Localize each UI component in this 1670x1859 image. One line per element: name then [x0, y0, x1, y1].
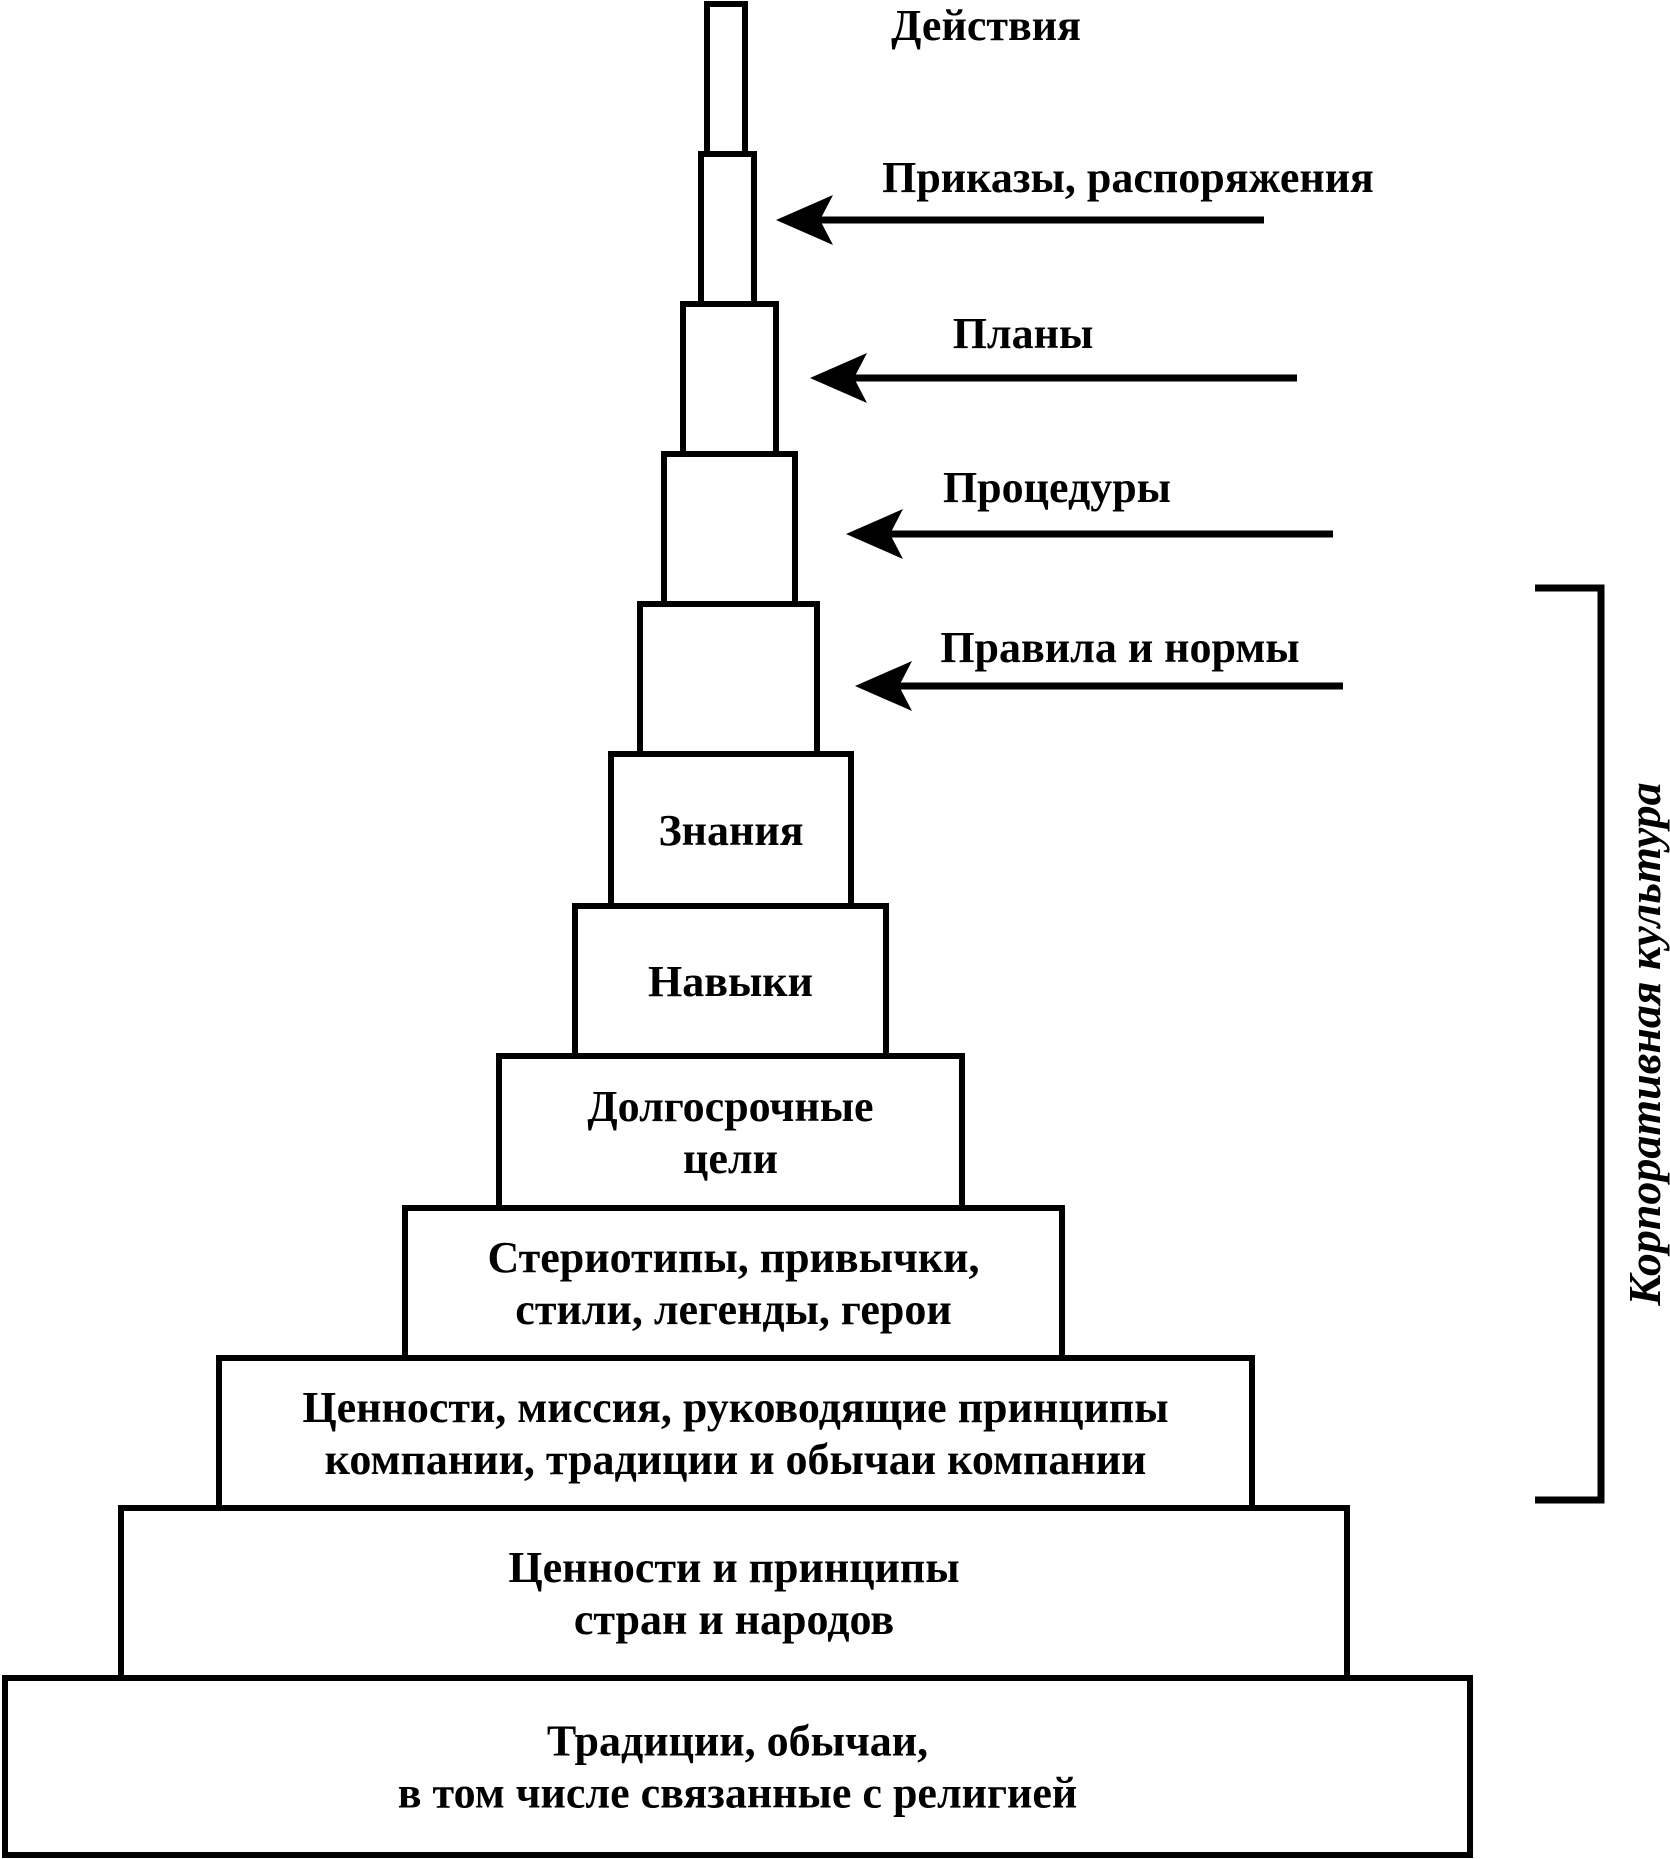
layer-label-line: Знания	[658, 806, 803, 855]
pyramid-block-pravila	[637, 601, 820, 757]
layer-label-line: Традиции, обычаи,	[547, 1717, 928, 1766]
layer-label-line: Планы	[953, 309, 1094, 358]
input-arrows	[776, 195, 1343, 711]
pyramid-block-deystviya	[704, 1, 748, 157]
layer-label-prikazy: Приказы, распоряжения	[882, 153, 1374, 202]
pyramid-block-plany	[680, 301, 779, 457]
corporate-culture-bracket: Корпоративная культура	[1535, 584, 1670, 1504]
layer-label-line: Долгосрочные	[587, 1082, 873, 1131]
layer-label-protsedury: Процедуры	[943, 463, 1171, 512]
layer-label-navyki: Навыки	[648, 957, 813, 1006]
layer-label-pravila: Правила и нормы	[940, 623, 1299, 672]
layer-label-line: Навыки	[648, 957, 813, 1006]
layer-label-line: Ценности, миссия, руководящие принципы	[302, 1383, 1168, 1432]
pyramid-block-tsennosti-komp	[216, 1355, 1255, 1511]
pyramid-block-prikazy	[698, 151, 757, 307]
pyramid-block-protsedury	[661, 451, 798, 607]
layer-label-znaniya: Знания	[658, 806, 803, 855]
pyramid-block-stereotipy	[402, 1205, 1065, 1361]
layer-label-line: Правила и нормы	[940, 623, 1299, 672]
arrow-head-plany	[810, 353, 867, 403]
pyramid-block-tseli	[496, 1053, 965, 1211]
layer-label-traditsii: Традиции, обычаи,в том числе связанные с…	[398, 1717, 1077, 1818]
pyramid-block-znaniya	[608, 751, 854, 909]
layer-label-plany: Планы	[953, 309, 1094, 358]
bracket-line	[1535, 584, 1605, 1504]
layer-label-line: цели	[683, 1134, 778, 1183]
layer-label-deystviya: Действия	[891, 1, 1081, 50]
arrow-head-protsedury	[846, 509, 903, 559]
arrow-head-prikazy	[776, 195, 833, 245]
layer-label-line: Ценности и принципы	[508, 1543, 959, 1592]
layer-label-line: стран и народов	[574, 1595, 894, 1644]
layer-label-stereotipy: Стериотипы, привычки,стили, легенды, гер…	[487, 1233, 979, 1334]
bracket-label: Корпоративная культура	[1619, 782, 1670, 1306]
layer-label-line: компании, традиции и обычаи компании	[325, 1435, 1147, 1484]
layer-label-line: Стериотипы, привычки,	[487, 1233, 979, 1282]
arrow-head-pravila	[855, 661, 912, 711]
layer-label-line: Действия	[891, 1, 1081, 50]
pyramid-block-traditsii	[2, 1675, 1473, 1858]
layer-label-line: в том числе связанные с религией	[398, 1769, 1077, 1818]
layer-label-line: стили, легенды, герои	[515, 1285, 951, 1334]
pyramid-block-tsennosti-stran	[118, 1505, 1350, 1681]
pyramid-blocks	[2, 1, 1473, 1858]
layer-label-line: Процедуры	[943, 463, 1171, 512]
layer-label-line: Приказы, распоряжения	[882, 153, 1374, 202]
